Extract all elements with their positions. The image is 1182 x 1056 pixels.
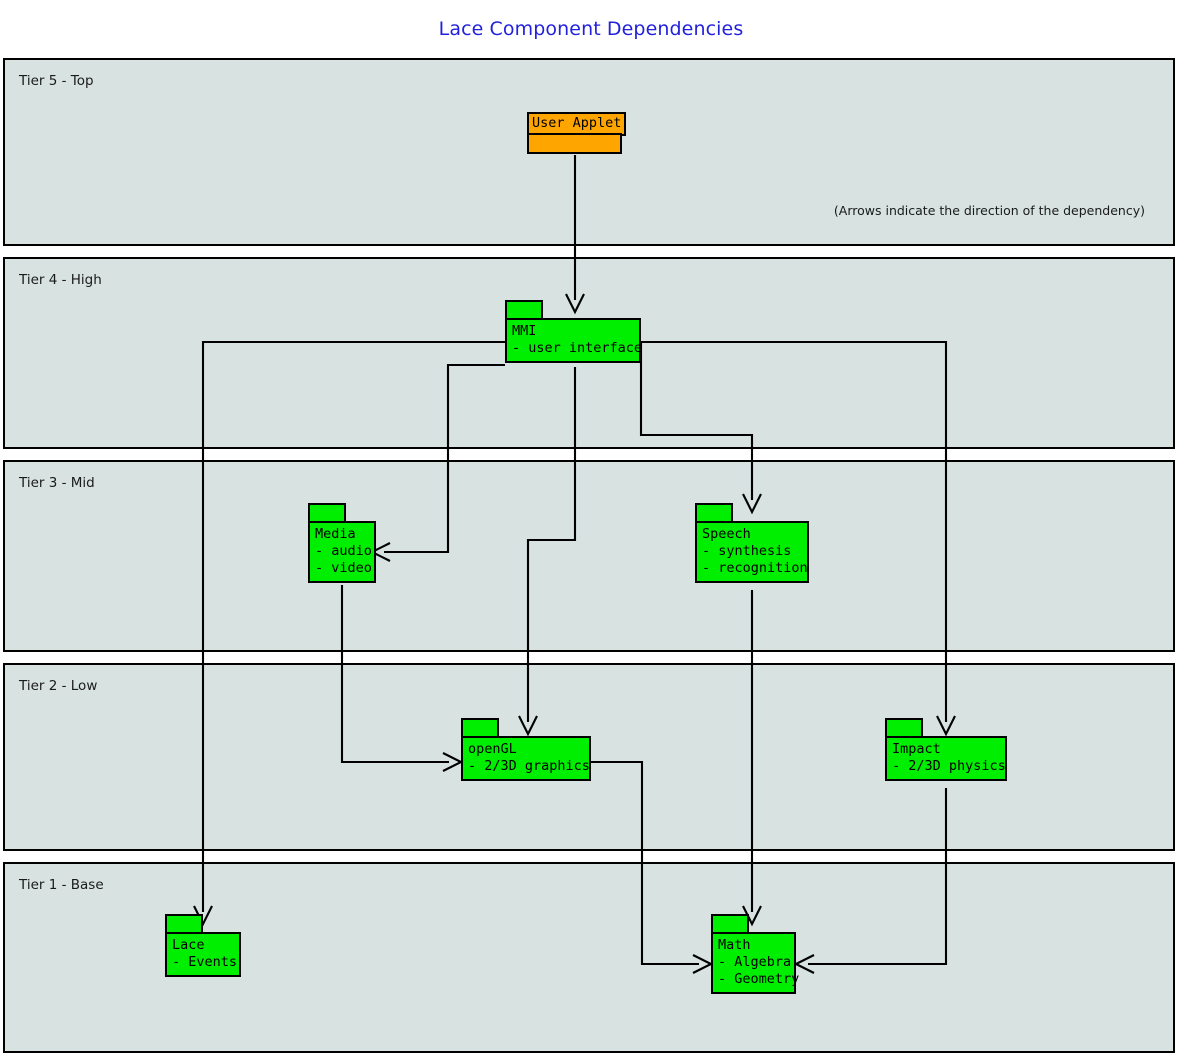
media-item-1: - video bbox=[315, 560, 372, 576]
math-item-1: - Geometry bbox=[718, 971, 800, 987]
tier-label-low: Tier 2 - Low bbox=[19, 678, 98, 694]
mmi-name: MMI bbox=[512, 323, 537, 339]
tier-band-mid: Tier 3 - Mid bbox=[3, 460, 1175, 652]
tier-label-base: Tier 1 - Base bbox=[19, 877, 104, 893]
tier-label-mid: Tier 3 - Mid bbox=[19, 475, 95, 491]
lace-name: Lace bbox=[172, 937, 205, 953]
speech-name: Speech bbox=[702, 526, 751, 542]
arrow-direction-note: (Arrows indicate the direction of the de… bbox=[833, 203, 1145, 218]
mmi-tab bbox=[505, 300, 543, 320]
math-name: Math bbox=[718, 937, 751, 953]
tier-label-top: Tier 5 - Top bbox=[19, 73, 94, 89]
media-body: Media - audio - video bbox=[308, 521, 376, 583]
mmi-item-0: - user interface bbox=[512, 340, 643, 356]
impact-item-0: - 2/3D physics bbox=[892, 758, 1006, 774]
tier-label-high: Tier 4 - High bbox=[19, 272, 102, 288]
page-title: Lace Component Dependencies bbox=[438, 18, 744, 40]
media-tab bbox=[308, 503, 346, 523]
impact-body: Impact - 2/3D physics bbox=[885, 736, 1007, 781]
lace-body: Lace - Events bbox=[165, 932, 241, 977]
speech-tab bbox=[695, 503, 733, 523]
mmi-body: MMI - user interface bbox=[505, 318, 643, 363]
math-body: Math - Algebra - Geometry bbox=[711, 932, 800, 994]
speech-item-0: - synthesis bbox=[702, 543, 792, 559]
media-item-0: - audio bbox=[315, 543, 372, 559]
opengl-body: openGL - 2/3D graphics bbox=[461, 736, 591, 781]
impact-name: Impact bbox=[892, 741, 941, 757]
opengl-tab bbox=[461, 718, 499, 738]
opengl-name: openGL bbox=[468, 741, 517, 757]
math-tab bbox=[711, 914, 749, 934]
opengl-item-0: - 2/3D graphics bbox=[468, 758, 590, 774]
user-applet-body bbox=[527, 133, 622, 154]
lace-item-0: - Events bbox=[172, 954, 238, 970]
media-name: Media bbox=[315, 526, 356, 542]
speech-item-1: - recognition bbox=[702, 560, 808, 576]
math-item-0: - Algebra bbox=[718, 954, 792, 970]
lace-tab bbox=[165, 914, 203, 934]
speech-body: Speech - synthesis - recognition bbox=[695, 521, 809, 583]
user-applet-name: User Applet bbox=[532, 115, 622, 131]
impact-tab bbox=[885, 718, 923, 738]
